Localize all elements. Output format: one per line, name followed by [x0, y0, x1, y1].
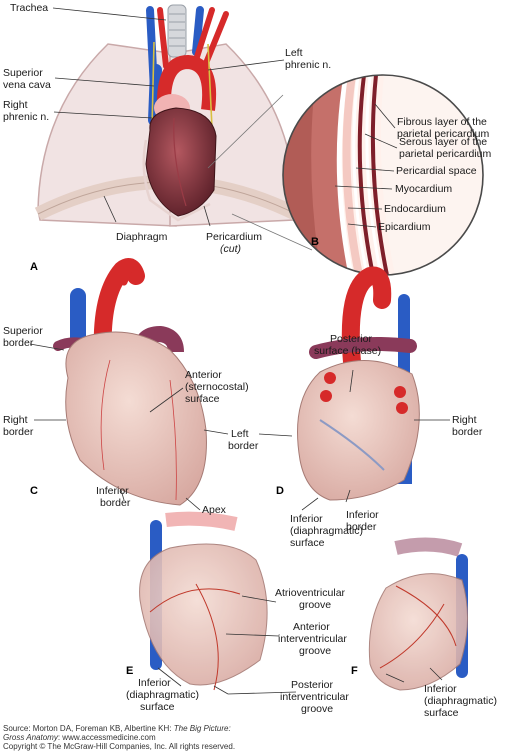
label-inferior-border-d-line1: Inferior: [346, 509, 379, 521]
label-left-phrenic-line1: Left: [285, 47, 303, 59]
label-trachea: Trachea: [10, 2, 48, 14]
label-posterior-iv-line3: groove: [301, 703, 333, 715]
panel-letter-d: D: [276, 485, 284, 497]
label-right-border-d-line1: Right: [452, 414, 477, 426]
label-myocardium: Myocardium: [395, 183, 452, 195]
label-endocardium: Endocardium: [384, 203, 446, 215]
heart-shape-a: [145, 107, 217, 217]
label-inferior-border-c-line2: border: [100, 497, 131, 509]
source-line1: Source: Morton DA, Foreman KB, Albertine…: [3, 724, 231, 733]
source-book-title-part2: Gross Anatomy: [3, 733, 58, 742]
label-inferior-border-c-line1: Inferior: [96, 485, 129, 497]
label-right-phrenic-line2: phrenic n.: [3, 111, 49, 123]
label-inferior-f-line3: surface: [424, 707, 459, 719]
label-anterior-iv-line2: interventricular: [278, 633, 347, 645]
heart-shape-d: [297, 360, 420, 501]
label-right-phrenic-line1: Right: [3, 99, 28, 111]
label-anterior-line1: Anterior: [185, 369, 222, 381]
fibrous-layer: [370, 75, 390, 275]
label-left-phrenic-line2: phrenic n.: [285, 59, 331, 71]
panel-letter-b: B: [311, 236, 319, 248]
label-apex: Apex: [202, 504, 227, 516]
heart-grooves-f: [368, 537, 468, 691]
label-anterior-line3: surface: [185, 393, 220, 405]
label-posterior-iv-line1: Posterior: [291, 679, 334, 691]
copyright-line: Copyright © The McGraw-Hill Companies, I…: [3, 742, 236, 751]
thorax-illustration: [34, 4, 300, 227]
superior-vena-cava-shape: [148, 64, 162, 126]
panel-letter-f: F: [351, 665, 358, 677]
label-inferior-f-line1: Inferior: [424, 683, 457, 695]
label-right-border-c-line2: border: [3, 426, 34, 438]
posterior-heart-illustration: [297, 266, 420, 501]
panel-letter-a: A: [30, 261, 38, 273]
aortic-arch-shape: [156, 54, 217, 111]
source-website: : www.accessmedicine.com: [57, 733, 156, 742]
label-inferior-e-line2: (diaphragmatic): [126, 689, 199, 701]
panel-letter-e: E: [126, 665, 133, 677]
label-diaphragm: Diaphragm: [116, 231, 168, 243]
source-book-title-part1: The Big Picture:: [173, 724, 231, 733]
label-inferior-e-line1: Inferior: [138, 677, 171, 689]
label-left-border-line1: Left: [231, 428, 249, 440]
label-inferior-d-line1: Inferior: [290, 513, 323, 525]
heart-shape-c: [65, 331, 207, 506]
label-av-groove-line1: Atrioventricular: [275, 587, 346, 599]
label-anterior-line2: (sternocostal): [185, 381, 249, 393]
label-svc-line2: vena cava: [3, 79, 51, 91]
label-fibrous-line2: parietal pericardium: [397, 128, 489, 140]
serous-layer: [357, 75, 376, 275]
anterior-heart-illustration: [53, 258, 207, 506]
aorta-d: [341, 266, 392, 371]
label-inferior-d-line2: (diaphragmatic): [290, 525, 363, 537]
label-epicardium: Epicardium: [378, 221, 431, 233]
epicardium-layer: [336, 75, 355, 275]
label-right-border-c-line1: Right: [3, 414, 28, 426]
label-pericardium-line1: Pericardium: [206, 231, 262, 243]
source-line2: Gross Anatomy: www.accessmedicine.com: [3, 733, 156, 742]
label-inferior-d-line3: surface: [290, 537, 325, 549]
trachea-shape: [167, 4, 187, 58]
label-superior-border-line2: border: [3, 337, 34, 349]
label-svc-line1: Superior: [3, 67, 43, 79]
label-anterior-iv-line1: Anterior: [293, 621, 330, 633]
pulmonary-arteries-d: [309, 337, 417, 359]
heart-grooves-e: [139, 511, 268, 691]
heart-shape-e: [139, 543, 268, 686]
label-superior-border-line1: Superior: [3, 325, 43, 337]
pericardial-space-layer: [342, 75, 364, 275]
label-pericardium-line2: (cut): [220, 243, 241, 255]
label-inferior-e-line3: surface: [140, 701, 175, 713]
heart-shape-f: [368, 573, 468, 691]
label-posterior-line1: Posterior: [330, 333, 373, 345]
label-av-groove-line2: groove: [299, 599, 331, 611]
label-posterior-line2: surface (base): [314, 345, 381, 357]
label-serous-line1: Serous layer of the: [399, 136, 487, 148]
label-serous-line2: parietal pericardium: [399, 148, 491, 160]
label-inferior-border-d-line2: border: [346, 521, 377, 533]
label-anterior-iv-line3: groove: [299, 645, 331, 657]
label-right-border-d-line2: border: [452, 426, 483, 438]
label-inferior-f-line2: (diaphragmatic): [424, 695, 497, 707]
label-left-border-line2: border: [228, 440, 259, 452]
label-pericardial-space: Pericardial space: [396, 165, 477, 177]
source-citation-prefix: Source: Morton DA, Foreman KB, Albertine…: [3, 724, 174, 733]
label-posterior-iv-line2: interventricular: [280, 691, 349, 703]
panel-letter-c: C: [30, 485, 38, 497]
leader-lines: [29, 7, 450, 695]
label-fibrous-line1: Fibrous layer of the: [397, 116, 487, 128]
